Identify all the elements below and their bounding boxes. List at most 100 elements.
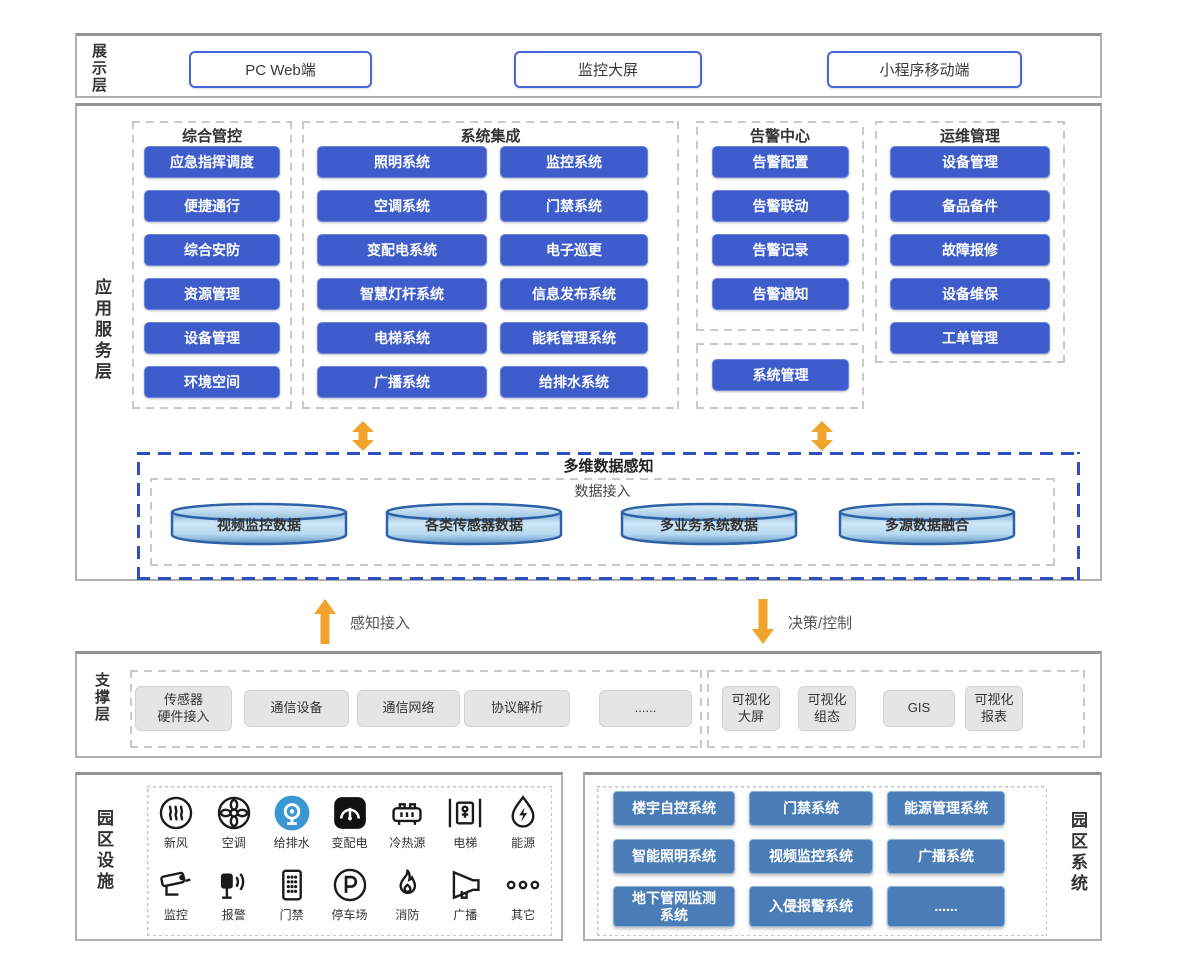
facility-surveillance: 监控 bbox=[147, 866, 205, 923]
fresh-air-icon bbox=[159, 796, 193, 830]
facilities-section: 园区设施 新风 空调 给排水 变配电 bbox=[75, 772, 563, 941]
app-button[interactable]: 空调系统 bbox=[317, 190, 487, 222]
support-button[interactable]: ...... bbox=[599, 690, 692, 727]
up-arrow-label: 感知接入 bbox=[350, 615, 411, 632]
facilities-label: 园区设施 bbox=[94, 809, 113, 893]
support-button[interactable]: 通信网络 bbox=[357, 690, 460, 727]
support-button[interactable]: 可视化 组态 bbox=[798, 686, 856, 731]
app-button[interactable]: 电子巡更 bbox=[500, 234, 648, 266]
app-button[interactable]: 应急指挥调度 bbox=[144, 146, 280, 178]
support-layer-section: 支撑层 传感器 硬件接入 通信设备 通信网络 协议解析 ...... 可视化 大… bbox=[75, 651, 1102, 758]
access-control-icon bbox=[281, 869, 302, 901]
app-button[interactable]: 监控系统 bbox=[500, 146, 648, 178]
cylinder-sensor-data: 各类传感器数据 bbox=[385, 502, 563, 546]
support-left-box: 传感器 硬件接入 通信设备 通信网络 协议解析 ...... bbox=[130, 670, 702, 748]
app-button[interactable]: 备品备件 bbox=[890, 190, 1050, 222]
terminal-monitor-bigscreen[interactable]: 监控大屏 bbox=[514, 51, 702, 88]
parksys-button[interactable]: 广播系统 bbox=[887, 839, 1005, 874]
col-alarm-center: 告警中心 告警配置 告警联动 告警记录 告警通知 bbox=[696, 121, 864, 331]
app-button[interactable]: 电梯系统 bbox=[317, 322, 487, 354]
facility-fresh-air: 新风 bbox=[147, 794, 205, 851]
facility-elevator: 电梯 bbox=[436, 794, 494, 851]
parksys-button[interactable]: 智能照明系统 bbox=[613, 839, 735, 874]
parksys-button[interactable]: 能源管理系统 bbox=[887, 791, 1005, 826]
app-button[interactable]: 照明系统 bbox=[317, 146, 487, 178]
terminal-miniprogram-mobile[interactable]: 小程序移动端 bbox=[827, 51, 1022, 88]
facility-others: 其它 bbox=[494, 866, 552, 923]
parksys-button[interactable]: 门禁系统 bbox=[749, 791, 873, 826]
col-ops-management: 运维管理 设备管理 备品备件 故障报修 设备维保 工单管理 bbox=[875, 121, 1065, 363]
support-button[interactable]: GIS bbox=[883, 690, 955, 727]
app-button[interactable]: 给排水系统 bbox=[500, 366, 648, 398]
app-button[interactable]: 设备维保 bbox=[890, 278, 1050, 310]
down-arrow-decision-control bbox=[752, 599, 774, 649]
support-button[interactable]: 协议解析 bbox=[464, 690, 570, 727]
parksys-button[interactable]: 地下管网监测 系统 bbox=[613, 886, 735, 927]
up-arrow-sense-access bbox=[314, 599, 336, 649]
app-button[interactable]: 智慧灯杆系统 bbox=[317, 278, 487, 310]
support-button[interactable]: 传感器 硬件接入 bbox=[135, 686, 232, 731]
app-button[interactable]: 设备管理 bbox=[890, 146, 1050, 178]
parking-icon bbox=[333, 868, 366, 902]
app-service-layer-section: 应用服务层 综合管控 应急指挥调度 便捷通行 综合安防 资源管理 设备管理 环境… bbox=[75, 103, 1102, 581]
data-access-box: 数据接入 视频监控数据 各类传感器数据 多业务系统数据 多源数据融合 bbox=[150, 478, 1055, 566]
multi-dim-data-sense-box: 多维数据感知 数据接入 视频监控数据 各类传感器数据 多业务系统数据 多源数 bbox=[137, 452, 1080, 580]
ellipsis-icon bbox=[506, 880, 540, 890]
app-button[interactable]: 广播系统 bbox=[317, 366, 487, 398]
cylinder-video-data: 视频监控数据 bbox=[170, 502, 348, 546]
support-button[interactable]: 可视化 报表 bbox=[965, 686, 1023, 731]
park-systems-label: 园区系统 bbox=[1068, 811, 1087, 895]
park-systems-section: 园区系统 楼宇自控系统 门禁系统 能源管理系统 智能照明系统 视频监控系统 广播… bbox=[583, 772, 1102, 941]
air-conditioner-icon bbox=[217, 796, 251, 830]
power-distribution-icon bbox=[333, 797, 366, 829]
app-button[interactable]: 设备管理 bbox=[144, 322, 280, 354]
facility-parking: 停车场 bbox=[321, 866, 379, 923]
parksys-button[interactable]: 楼宇自控系统 bbox=[613, 791, 735, 826]
facility-energy: 能源 bbox=[494, 794, 552, 851]
app-button[interactable]: 变配电系统 bbox=[317, 234, 487, 266]
elevator-icon bbox=[448, 798, 482, 828]
display-layer-section: 展示层 PC Web端 监控大屏 小程序移动端 bbox=[75, 33, 1102, 98]
facility-access: 门禁 bbox=[263, 866, 321, 923]
app-button[interactable]: 告警配置 bbox=[712, 146, 849, 178]
app-button[interactable]: 系统管理 bbox=[712, 359, 849, 391]
terminal-pc-web[interactable]: PC Web端 bbox=[189, 51, 372, 88]
app-button[interactable]: 信息发布系统 bbox=[500, 278, 648, 310]
app-button[interactable]: 告警联动 bbox=[712, 190, 849, 222]
box-system-management: 系统管理 bbox=[696, 343, 864, 409]
app-button[interactable]: 能耗管理系统 bbox=[500, 322, 648, 354]
water-supply-icon bbox=[274, 795, 310, 831]
col-alarm-center-title: 告警中心 bbox=[749, 128, 810, 145]
facility-broadcast: 广播 bbox=[436, 866, 494, 923]
col-integrated-control-title: 综合管控 bbox=[181, 128, 242, 145]
app-button[interactable]: 告警通知 bbox=[712, 278, 849, 310]
col-system-integration-title: 系统集成 bbox=[460, 128, 521, 145]
facility-power: 变配电 bbox=[321, 794, 379, 851]
alarm-icon bbox=[220, 873, 245, 899]
support-button[interactable]: 可视化 大屏 bbox=[722, 686, 780, 731]
energy-icon bbox=[511, 795, 535, 828]
facility-cold-heat: 冷热源 bbox=[378, 794, 436, 851]
support-layer-label: 支撑层 bbox=[93, 672, 110, 723]
app-button[interactable]: 告警记录 bbox=[712, 234, 849, 266]
support-button[interactable]: 通信设备 bbox=[244, 690, 349, 727]
app-button[interactable]: 资源管理 bbox=[144, 278, 280, 310]
col-system-integration: 系统集成 照明系统 空调系统 变配电系统 智慧灯杆系统 电梯系统 广播系统 监控… bbox=[302, 121, 679, 409]
parksys-button[interactable]: 入侵报警系统 bbox=[749, 886, 873, 927]
facilities-box: 新风 空调 给排水 变配电 冷热源 bbox=[147, 786, 552, 936]
facility-fire: 消防 bbox=[378, 866, 436, 923]
col-ops-management-title: 运维管理 bbox=[939, 128, 1000, 145]
parksys-button[interactable]: 视频监控系统 bbox=[749, 839, 873, 874]
updown-arrow bbox=[809, 421, 835, 456]
support-right-box: 可视化 大屏 可视化 组态 GIS 可视化 报表 bbox=[707, 670, 1085, 748]
app-button[interactable]: 工单管理 bbox=[890, 322, 1050, 354]
app-button[interactable]: 便捷通行 bbox=[144, 190, 280, 222]
parksys-button[interactable]: ...... bbox=[887, 886, 1005, 927]
app-button[interactable]: 故障报修 bbox=[890, 234, 1050, 266]
app-button[interactable]: 环境空间 bbox=[144, 366, 280, 398]
app-button[interactable]: 综合安防 bbox=[144, 234, 280, 266]
app-button[interactable]: 门禁系统 bbox=[500, 190, 648, 222]
multi-dim-data-sense-title: 多维数据感知 bbox=[563, 458, 654, 475]
cctv-camera-icon bbox=[160, 871, 191, 896]
